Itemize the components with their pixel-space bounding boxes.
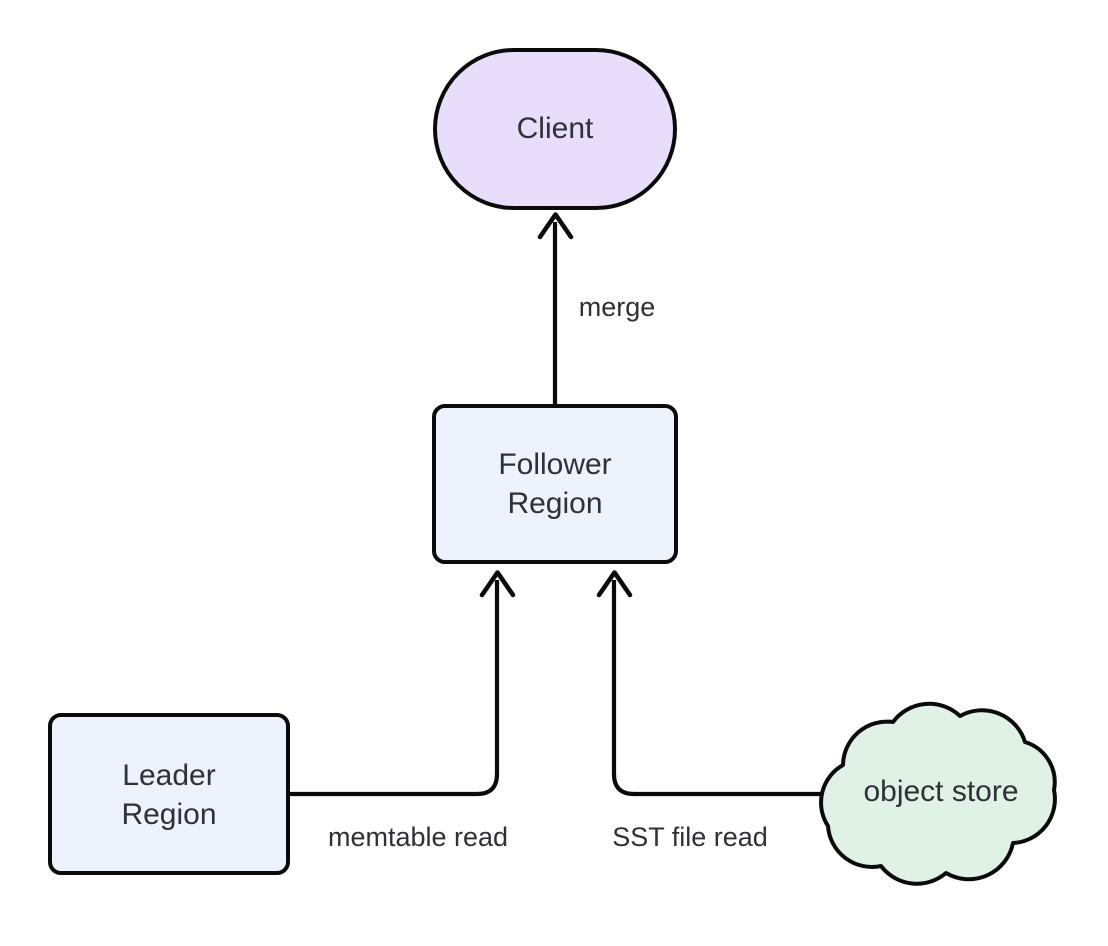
edge-memtable-read bbox=[288, 570, 516, 797]
edge-label-sst-file-read: SST file read bbox=[612, 822, 768, 852]
edge-sst-file-read-line bbox=[611, 580, 822, 797]
follower-region-label-line1: Follower bbox=[498, 448, 611, 481]
node-follower-region[interactable]: Follower Region bbox=[432, 404, 678, 564]
follower-region-label-line2: Region bbox=[507, 487, 602, 520]
edge-sst-file-read bbox=[596, 570, 822, 797]
client-shape bbox=[433, 48, 677, 210]
edge-memtable-read-line bbox=[288, 580, 500, 797]
follower-region-shape bbox=[432, 404, 678, 564]
leader-region-label-line2: Region bbox=[121, 798, 216, 831]
edge-sst-file-read-arrowhead-icon bbox=[596, 570, 633, 598]
edge-merge-arrowhead-icon bbox=[537, 212, 574, 240]
edge-label-merge: merge bbox=[579, 292, 656, 322]
node-object-store[interactable]: object store bbox=[819, 701, 1057, 886]
client-label: Client bbox=[517, 112, 594, 145]
edge-label-memtable-read: memtable read bbox=[328, 822, 508, 852]
leader-region-label-line1: Leader bbox=[122, 759, 215, 792]
edge-merge bbox=[537, 212, 574, 406]
leader-region-shape bbox=[48, 713, 290, 875]
node-client[interactable]: Client bbox=[433, 48, 677, 210]
object-store-label: object store bbox=[863, 775, 1018, 808]
node-leader-region[interactable]: Leader Region bbox=[48, 713, 290, 875]
edge-memtable-read-arrowhead-icon bbox=[479, 570, 516, 598]
object-store-cloud-icon bbox=[819, 701, 1057, 886]
